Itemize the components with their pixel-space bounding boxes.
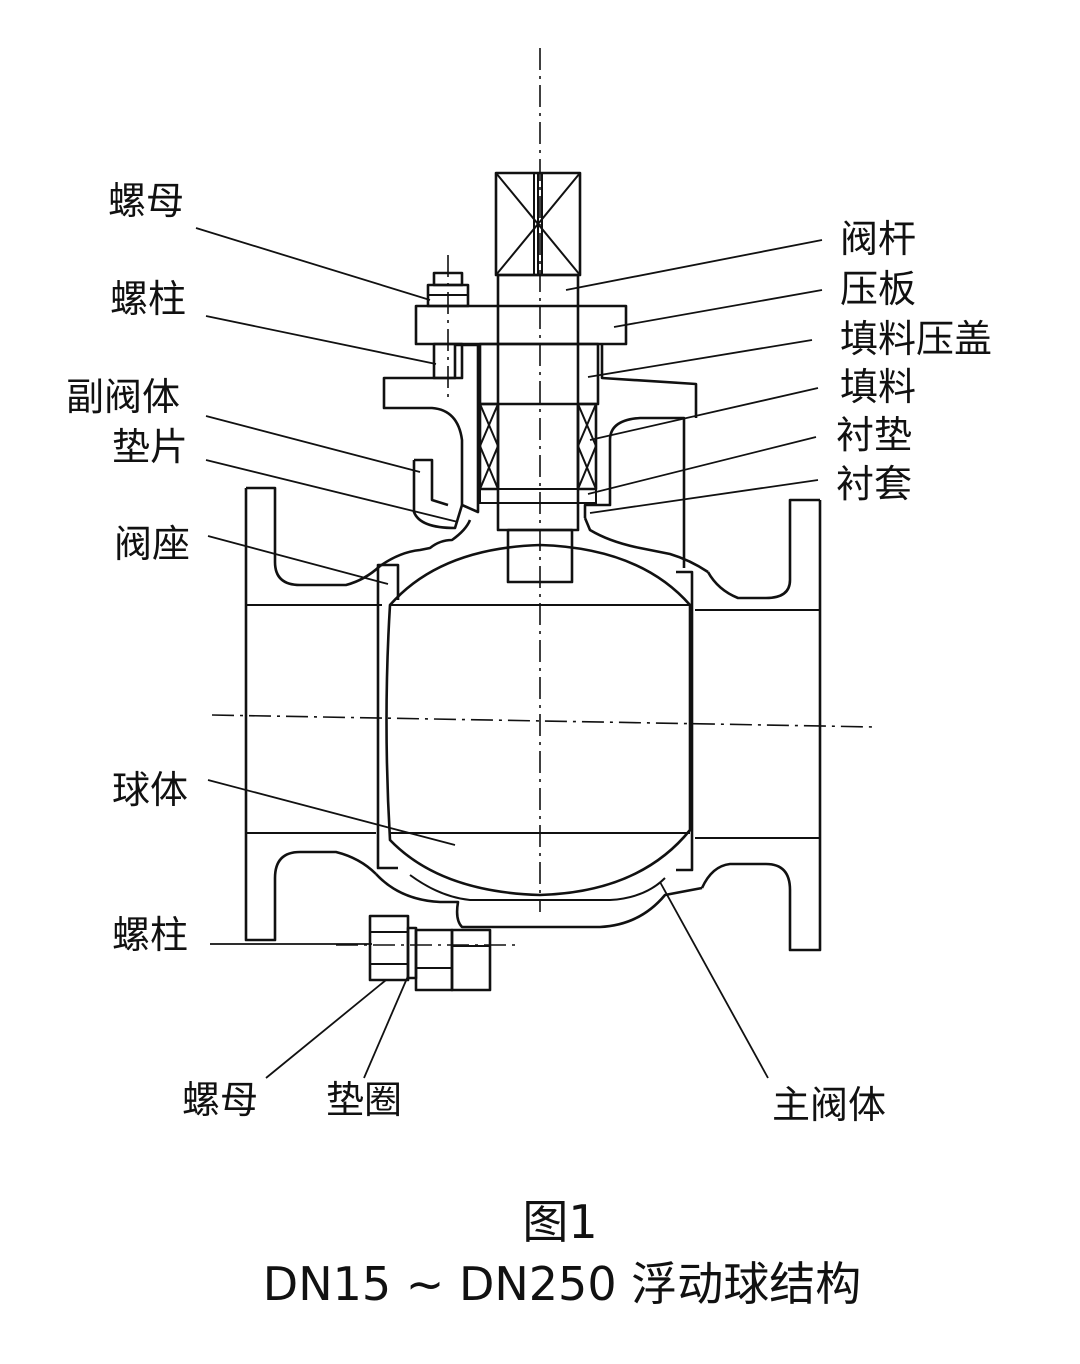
top-bolt (426, 271, 470, 380)
horizontal-centerline (211, 714, 877, 728)
label-gasket: 垫片 (112, 425, 188, 469)
ball-element (385, 528, 692, 897)
labels-left: 螺母 螺柱 副阀体 垫片 阀座 球体 螺柱 螺母 垫圈 主阀体 (66, 179, 886, 1127)
stem-assembly (414, 171, 628, 532)
leader-lines (195, 227, 823, 1079)
stem-shaft (496, 273, 580, 532)
bottom-stud-shape (414, 928, 454, 992)
label-ball: 球体 (112, 768, 188, 812)
labels-right: 阀杆 压板 填料压盖 填料 衬垫 衬套 (836, 217, 992, 506)
label-liner-pad: 衬垫 (836, 413, 912, 457)
main-valve-body (244, 416, 822, 952)
packing-right (576, 402, 598, 491)
liner-pad-shape (479, 488, 597, 504)
label-aux-body: 副阀体 (66, 375, 180, 419)
gland-shape (478, 342, 600, 406)
top-stud-shape (432, 342, 464, 380)
label-packing: 填料 (840, 365, 916, 409)
label-main-body: 主阀体 (772, 1083, 886, 1127)
figure-title: DN15 ~ DN250 浮动球结构 (263, 1257, 861, 1311)
label-gland: 填料压盖 (840, 317, 992, 361)
label-nut-bottom: 螺母 (182, 1078, 258, 1122)
figure-number: 图1 (522, 1195, 597, 1249)
label-stem: 阀杆 (840, 217, 916, 261)
label-nut-top: 螺母 (108, 179, 184, 223)
label-pressure-plate: 压板 (840, 267, 916, 311)
label-stud-bottom: 螺柱 (112, 913, 188, 957)
label-washer: 垫圈 (326, 1078, 402, 1122)
bottom-nut-shape (368, 914, 410, 982)
label-seat: 阀座 (114, 522, 190, 566)
caption: 图1 DN15 ~ DN250 浮动球结构 (263, 1195, 861, 1311)
packing-left (478, 402, 500, 491)
bottom-bolting (368, 914, 492, 992)
label-liner-sleeve: 衬套 (836, 462, 912, 506)
center-lines (211, 48, 877, 946)
label-stud-top: 螺柱 (110, 277, 186, 321)
valve-seats (376, 563, 694, 872)
